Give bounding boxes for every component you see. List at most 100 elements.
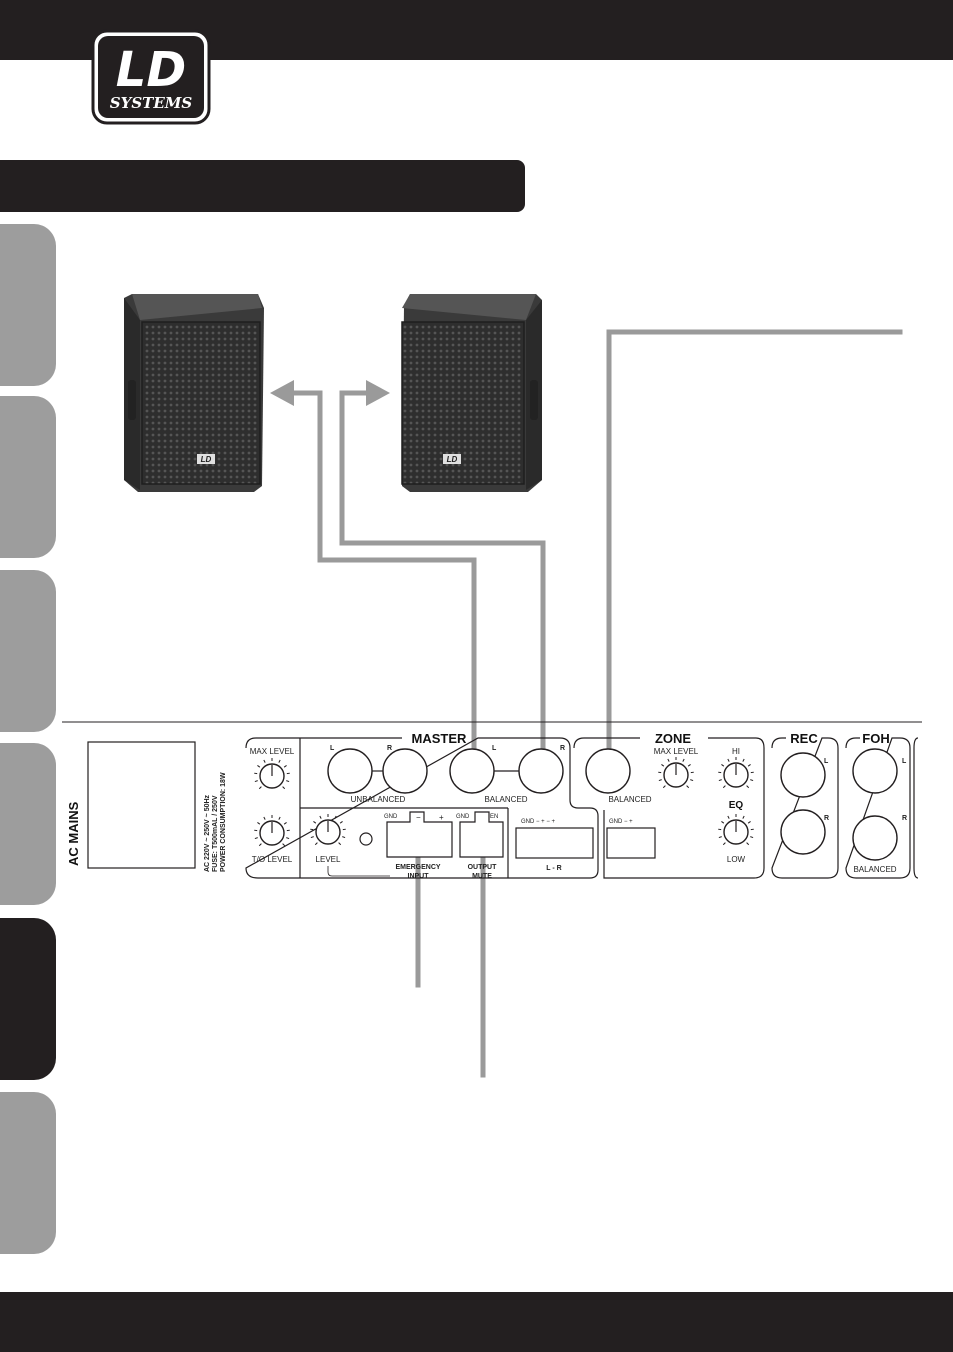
- zone-max-level-knob[interactable]: [658, 757, 694, 789]
- zone-balanced-jack[interactable]: [585, 748, 631, 794]
- cable-master-right: [339, 390, 546, 773]
- knob-tick: [747, 821, 751, 824]
- knob-tick: [722, 785, 726, 789]
- knob-tick: [278, 759, 281, 763]
- knob-tick: [278, 816, 281, 820]
- arrow-left-speaker: [270, 380, 294, 406]
- knob-tick: [286, 780, 290, 783]
- knob-tick: [282, 786, 286, 790]
- master-unbalanced-l-jack[interactable]: [327, 748, 373, 794]
- master-unbal-r: R: [387, 745, 392, 752]
- ac-socket-box: [87, 741, 196, 869]
- knob-tick: [750, 779, 754, 782]
- knob-tick: [257, 822, 261, 825]
- knob-tick: [721, 764, 725, 767]
- knob-tick: [667, 758, 670, 762]
- foh-r-jack[interactable]: [852, 815, 898, 861]
- foh-balanced-label: BALANCED: [853, 865, 896, 874]
- ac-spec-2: FUSE: T500mAL / 250V: [212, 795, 219, 872]
- ac-spec-3: POWER CONSUMPTION: 18W: [220, 772, 227, 872]
- knob-tick: [718, 836, 722, 839]
- knob-tick: [263, 816, 266, 820]
- knob-tick: [319, 815, 322, 819]
- master-bal-l: L: [492, 745, 497, 752]
- cable-zone: [606, 329, 903, 773]
- side-tab-6[interactable]: [0, 1092, 56, 1254]
- ac-mains-label: AC MAINS: [66, 801, 81, 866]
- knob-tick: [254, 780, 258, 783]
- knob-tick: [747, 764, 751, 767]
- master-title: MASTER: [412, 731, 468, 746]
- master-section: MASTER MAX LEVEL T/O LEVEL L R UNBALANCE…: [245, 731, 599, 880]
- master-balanced-r-jack[interactable]: [518, 748, 564, 794]
- zone-eq-hi-knob[interactable]: [718, 757, 754, 789]
- rec-r: R: [824, 815, 829, 822]
- side-tab-2[interactable]: [0, 396, 56, 558]
- emergency-label-2: INPUT: [408, 873, 430, 880]
- knob-tick: [658, 779, 662, 782]
- master-level-knob[interactable]: [310, 814, 346, 846]
- emergency-label-1: EMERGENCY: [395, 864, 440, 871]
- side-tab-3[interactable]: [0, 570, 56, 732]
- master-balanced-label: BALANCED: [484, 795, 527, 804]
- knob-tick: [682, 758, 685, 762]
- side-tab-1[interactable]: [0, 224, 56, 386]
- knob-tick: [314, 842, 318, 846]
- master-unbalanced-r-jack[interactable]: [382, 748, 428, 794]
- ac-spec-1: AC 220V ~ 250V ~ 50Hz: [204, 794, 211, 872]
- knob-tick: [750, 836, 754, 839]
- side-tab-5-active[interactable]: [0, 918, 56, 1080]
- knob-tick: [313, 821, 317, 824]
- knob-tick: [686, 785, 690, 789]
- lr-label: L - R: [546, 865, 561, 872]
- rec-r-jack[interactable]: [780, 809, 826, 855]
- emergency-plus: +: [439, 813, 444, 822]
- master-max-level-label: MAX LEVEL: [250, 747, 295, 756]
- emergency-input-terminal[interactable]: [386, 811, 453, 858]
- emergency-minus: −: [416, 813, 421, 822]
- output-mute-terminal[interactable]: [459, 811, 504, 858]
- knob-tick: [258, 786, 262, 790]
- zone-terminal-block[interactable]: [606, 827, 656, 859]
- foh-l-jack[interactable]: [852, 748, 898, 794]
- knob-tick: [690, 779, 694, 782]
- zone-title: ZONE: [655, 731, 691, 746]
- knob-tick: [338, 842, 342, 846]
- zone-eq-low-knob[interactable]: [718, 814, 754, 846]
- knob-tick: [661, 764, 665, 767]
- bottom-footer-bar: [0, 1292, 953, 1352]
- knob-tick: [746, 785, 750, 789]
- knob-tick: [310, 836, 314, 839]
- emergency-gnd: GND: [384, 814, 398, 820]
- knob-tick: [263, 759, 266, 763]
- knob-tick: [746, 842, 750, 846]
- zone-terminal-labels: GND − +: [609, 819, 633, 825]
- lr-terminal-block[interactable]: [515, 827, 594, 859]
- knob-tick: [727, 815, 730, 819]
- speaker-right: LD: [401, 294, 542, 492]
- master-bal-r: R: [560, 745, 565, 752]
- knob-tick: [339, 821, 343, 824]
- ld-systems-logo: LD SYSTEMS: [90, 28, 212, 126]
- rec-title: REC: [790, 731, 818, 746]
- master-balanced-l-jack[interactable]: [449, 748, 495, 794]
- knob-tick: [742, 815, 745, 819]
- knob-tick: [334, 815, 337, 819]
- knob-tick: [727, 758, 730, 762]
- rec-l-jack[interactable]: [780, 752, 826, 798]
- zone-section: ZONE BALANCED MAX LEVEL HI EQ LOW GND − …: [573, 731, 765, 879]
- connection-diagram: LD LD AC MAINS AC 220V ~ 250V ~ 50Hz FUS…: [62, 294, 922, 1078]
- mute-gnd: GND: [456, 814, 470, 820]
- zone-balanced-label: BALANCED: [608, 795, 651, 804]
- knob-tick: [342, 836, 346, 839]
- zone-max-level-label: MAX LEVEL: [654, 747, 699, 756]
- knob-tick: [258, 843, 262, 847]
- rec-section: REC L R: [771, 731, 839, 879]
- master-to-level-knob[interactable]: [254, 815, 290, 847]
- side-tab-4[interactable]: [0, 743, 56, 905]
- master-level-label: LEVEL: [316, 855, 341, 864]
- foh-title: FOH: [862, 731, 889, 746]
- rec-l: L: [824, 758, 829, 765]
- master-max-level-knob[interactable]: [254, 758, 290, 790]
- speaker-left: LD: [124, 294, 264, 492]
